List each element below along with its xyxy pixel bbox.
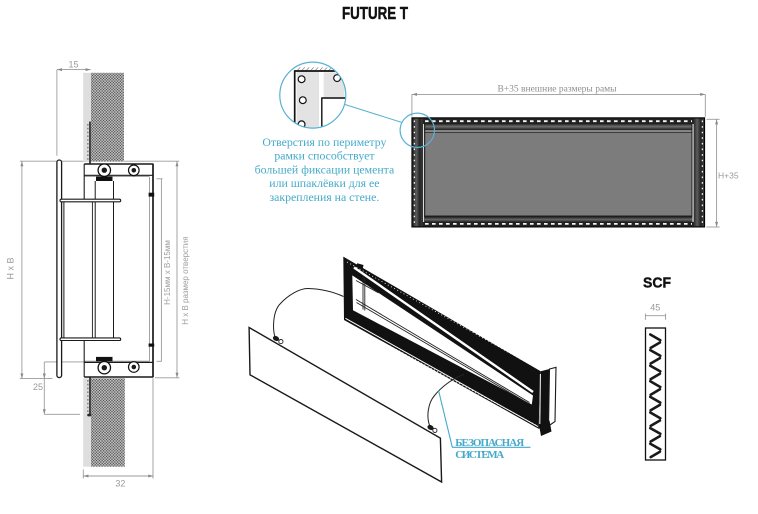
svg-text:Н-15мм х В-15мм: Н-15мм х В-15мм	[163, 240, 172, 305]
svg-text:БЕЗОПАСНАЯ: БЕЗОПАСНАЯ	[455, 437, 524, 449]
svg-text:32: 32	[115, 479, 125, 489]
svg-text:25: 25	[33, 382, 43, 392]
svg-text:или шпаклёвки для ее: или шпаклёвки для ее	[269, 176, 379, 190]
svg-text:В+35 внешние размеры рамы: В+35 внешние размеры рамы	[497, 85, 617, 95]
svg-text:закрепления на стене.: закрепления на стене.	[269, 190, 379, 204]
svg-text:большей фиксации цемента: большей фиксации цемента	[255, 162, 395, 176]
svg-text:Н х В размер отверстия: Н х В размер отверстия	[181, 236, 190, 324]
svg-text:15: 15	[68, 60, 78, 70]
svg-text:СИСТЕМА: СИСТЕМА	[455, 449, 504, 461]
svg-text:Н х В: Н х В	[6, 257, 16, 279]
svg-text:Н+35: Н+35	[718, 170, 739, 180]
svg-text:SCF: SCF	[643, 275, 671, 292]
svg-text:FUTURE T: FUTURE T	[342, 3, 408, 23]
svg-text:Отверстия по периметру: Отверстия по периметру	[262, 135, 386, 149]
svg-text:рамки способствует: рамки способствует	[274, 149, 374, 163]
svg-text:45: 45	[650, 303, 660, 313]
